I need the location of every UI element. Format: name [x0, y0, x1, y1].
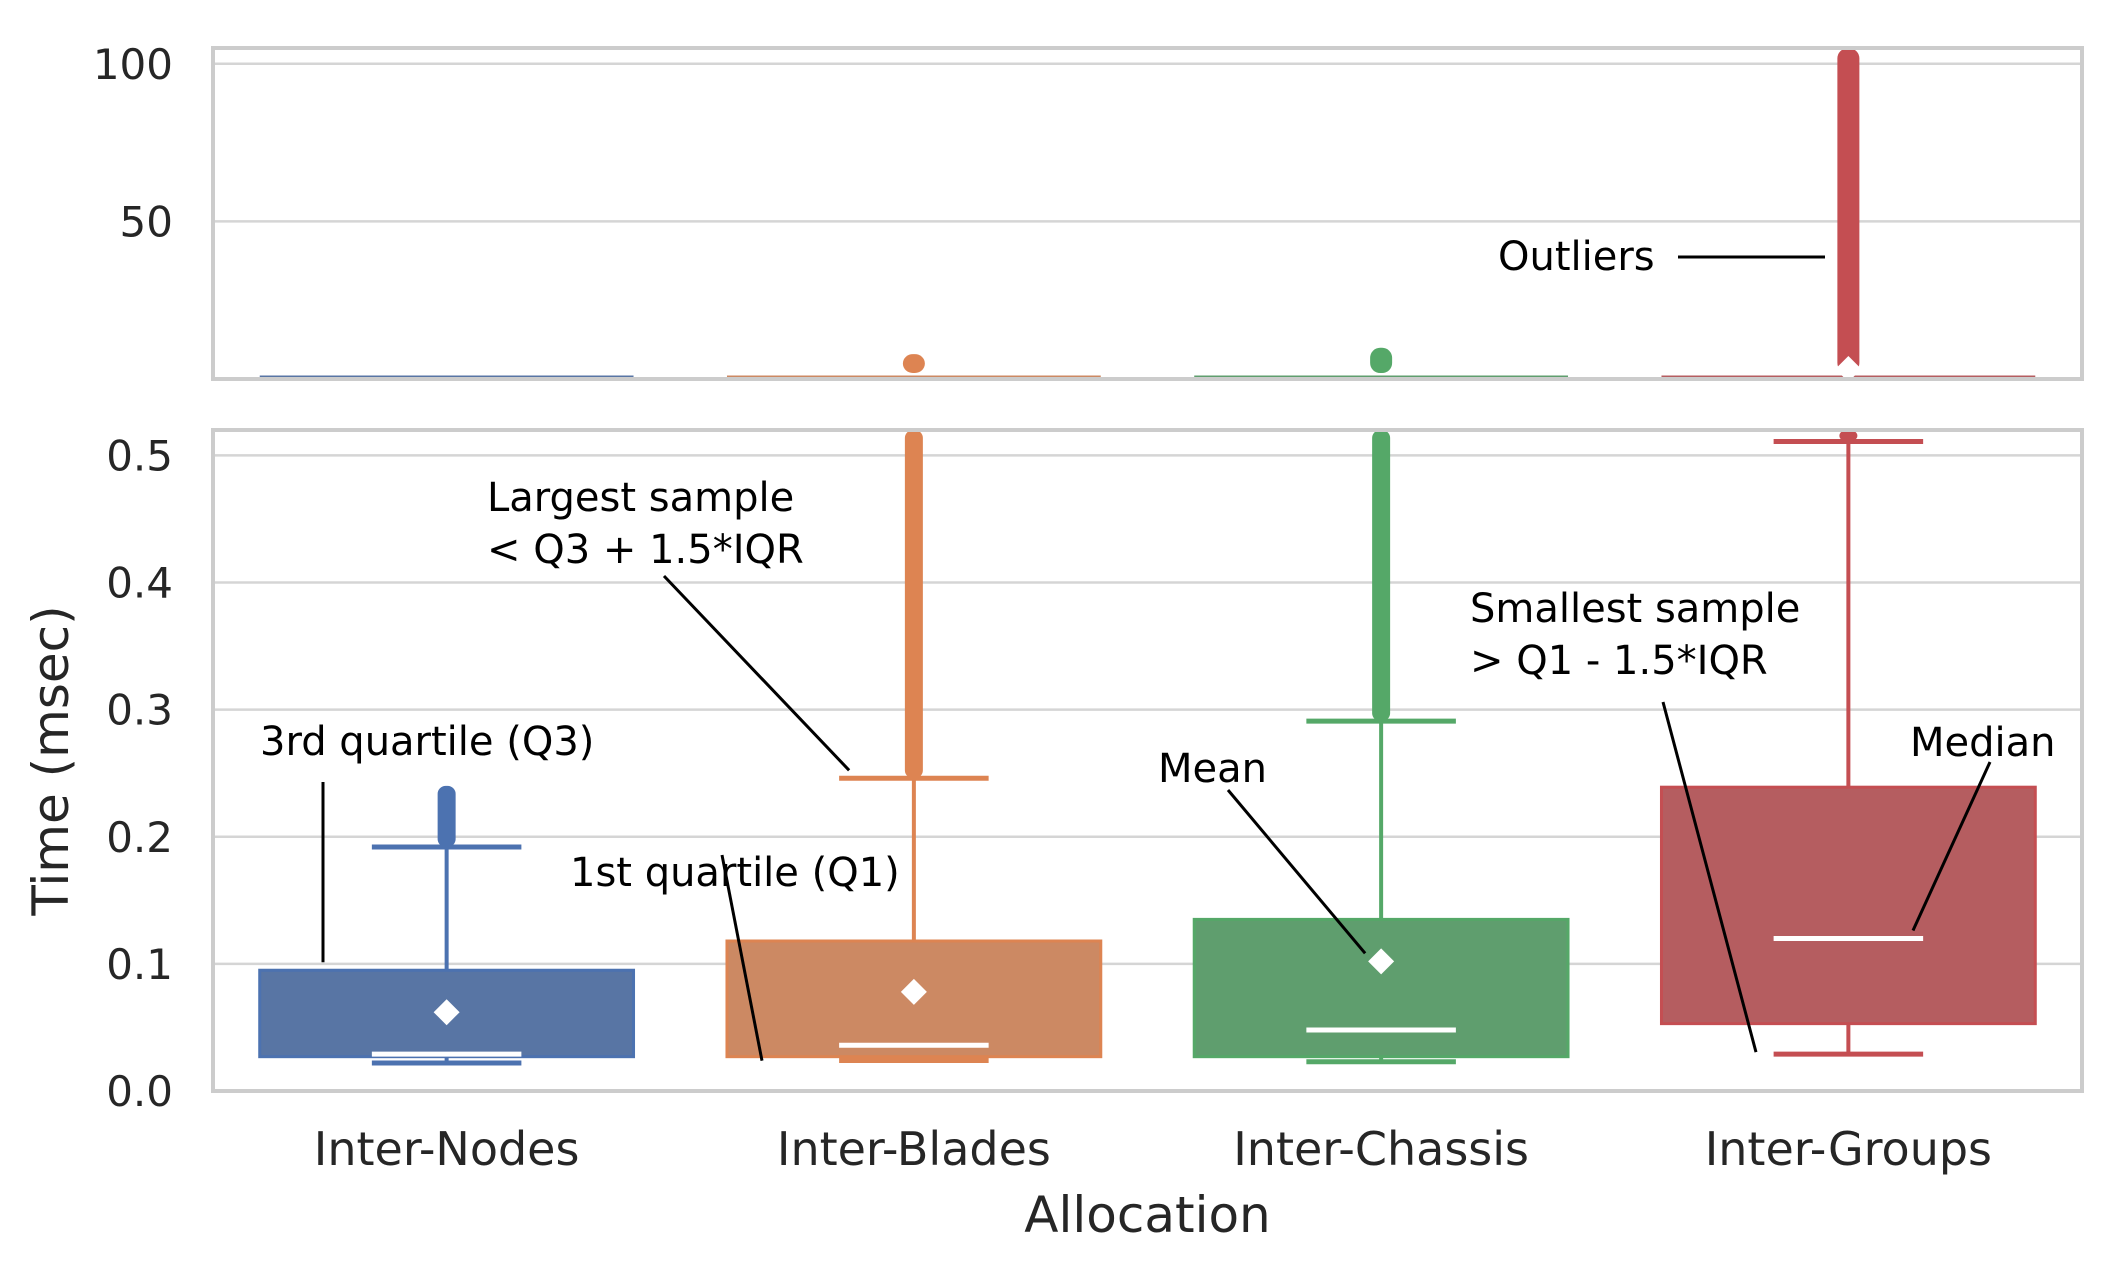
annotation-largest: Largest sample [487, 475, 794, 521]
bottom-panel: 0.0 0.1 0.2 0.3 0.4 0.5 [106, 428, 2084, 1116]
top-box-inter-groups [1661, 48, 2036, 382]
mean-marker [433, 999, 460, 1026]
bottom-y-tick-label: 0.4 [106, 559, 173, 608]
bottom-panel-frame [211, 428, 2084, 1093]
annotation-smallest: > Q1 - 1.5*IQR [1470, 638, 1768, 684]
annotation-pointer-median [1911, 761, 1992, 932]
x-tick-label: Inter-Nodes [314, 1122, 580, 1176]
annotation-pointer-smallest [1661, 701, 1758, 1053]
annotations: 3rd quartile (Q3) Largest sample < Q3 + 1.… [260, 234, 2056, 1061]
annotation-mean: Mean [1158, 746, 1267, 792]
bottom-y-tick-label: 0.3 [106, 686, 173, 735]
annotation-median: Median [1910, 720, 2056, 766]
top-y-tick-label: 100 [93, 40, 173, 89]
annotation-pointer-largest [662, 574, 851, 772]
bottom-y-tick-label: 0.0 [106, 1067, 173, 1116]
box-inter-nodes [258, 785, 636, 1066]
x-tick-label: Inter-Chassis [1233, 1122, 1529, 1176]
iqr-box [1659, 785, 2037, 1026]
top-panel-frame [211, 46, 2084, 381]
bottom-y-tick-label: 0.2 [106, 813, 173, 862]
x-tick-label: Inter-Blades [777, 1122, 1051, 1176]
annotation-smallest: Smallest sample [1470, 586, 1800, 632]
iqr-box [1192, 917, 1570, 1059]
bottom-y-tick-label: 0.5 [106, 431, 173, 480]
box-inter-chassis [1192, 430, 1570, 1065]
top-panel: 50 100 [93, 40, 2084, 382]
top-outlier-points [902, 354, 925, 373]
bottom-y-tick-label: 0.1 [106, 940, 173, 989]
box-inter-blades [725, 430, 1103, 1063]
outlier-points [1839, 430, 1858, 442]
annotation-outliers: Outliers [1498, 234, 1655, 280]
top-box-inter-blades [726, 354, 1101, 379]
top-outlier-points [1370, 347, 1393, 373]
mean-marker [1368, 948, 1395, 975]
annotation-largest: < Q3 + 1.5*IQR [487, 527, 804, 573]
annotation-pointer-mean [1226, 789, 1367, 955]
x-axis-label: Allocation [1024, 1186, 1270, 1244]
outlier-points [904, 430, 923, 779]
top-outlier-points [1837, 48, 1860, 374]
mean-marker [900, 978, 927, 1005]
mean-marker [1835, 356, 1862, 382]
annotation-q3: 3rd quartile (Q3) [260, 719, 594, 765]
outlier-points [1372, 430, 1391, 722]
annotation-q1: 1st quartile (Q1) [570, 850, 900, 896]
top-y-tick-label: 50 [120, 197, 173, 246]
annotation-pointer-q1 [720, 854, 764, 1061]
y-axis-label: Time (msec) [22, 605, 80, 916]
top-box-inter-chassis [1194, 347, 1569, 379]
x-axis: Inter-Nodes Inter-Blades Inter-Chassis Inte… [22, 605, 1992, 1244]
box-inter-groups [1659, 430, 2037, 1057]
x-tick-label: Inter-Groups [1705, 1122, 1992, 1176]
outlier-points [437, 785, 456, 847]
